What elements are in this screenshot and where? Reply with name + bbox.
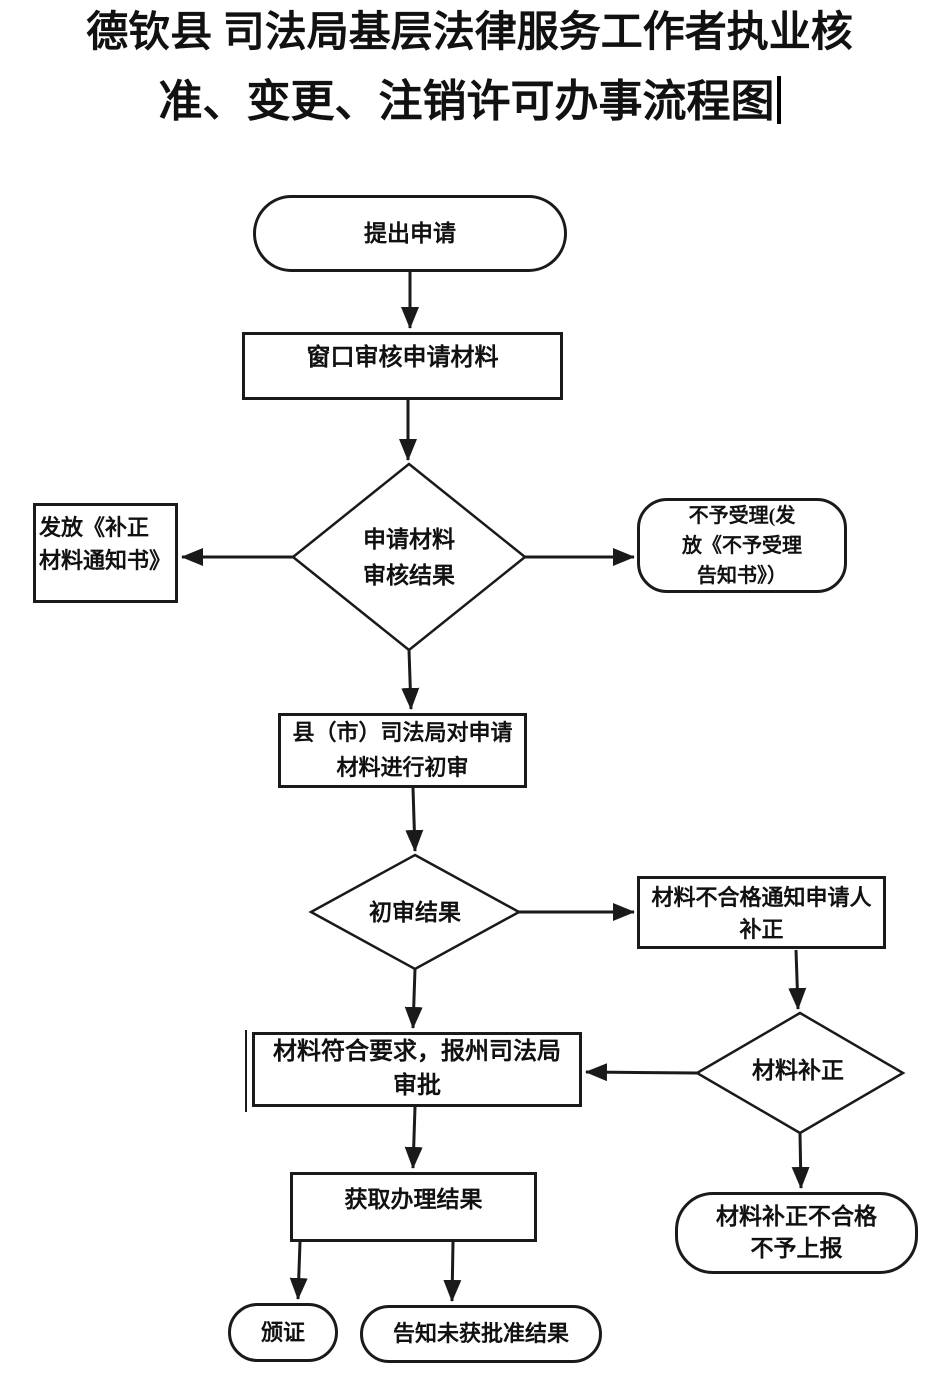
text-cursor [776, 76, 781, 124]
report-approval-line1: 材料符合要求，报州司法局 [273, 1038, 561, 1065]
node-material-correction-label: 材料补正 [698, 1051, 898, 1091]
preliminary-result-text: 初审结果 [369, 900, 461, 926]
page-title: 德钦县 司法局基层法律服务工作者执业核 准、变更、注销许可办事流程图 [0, 12, 939, 124]
arrow-review-result-to-preliminary [401, 649, 420, 710]
arrow-get-result-to-certificate [289, 1241, 308, 1300]
arrow-material-correction-to-correction-failed [791, 1132, 810, 1189]
notify-correction-line1: 材料不合格通知申请人 [651, 884, 872, 910]
correction-failed-line2: 不予上报 [750, 1236, 843, 1261]
node-get-result: 获取办理结果 [290, 1172, 537, 1242]
preliminary-review-line1: 县（市）司法局对申请 [292, 720, 513, 746]
node-issue-correction-notice: 发放《补正 材料通知书》 [33, 503, 178, 603]
node-notify-rejection: 告知未获批准结果 [360, 1305, 602, 1363]
notify-rejection-label: 告知未获批准结果 [392, 1321, 569, 1347]
title-line-1: 德钦县 司法局基层法律服务工作者执业核 [86, 10, 853, 56]
title-line-2-text: 准、变更、注销许可办事流程图 [158, 77, 775, 126]
node-not-accepted: 不予受理(发 放《不予受理 告知书》） [637, 498, 847, 593]
not-accepted-line1: 不予受理(发 [688, 504, 796, 527]
arrow-prelim-result-to-report [404, 968, 423, 1029]
node-start-label: 提出申请 [364, 220, 456, 246]
node-window-review-label: 窗口审核申请材料 [306, 345, 499, 371]
node-report-approval: 材料符合要求，报州司法局 审批 [252, 1032, 582, 1107]
issue-certificate-label: 颁证 [260, 1319, 305, 1345]
node-review-result-label: 申请材料 审核结果 [309, 518, 509, 598]
title-line-2: 准、变更、注销许可办事流程图 [0, 76, 939, 124]
not-accepted-line2: 放《不予受理 [682, 534, 802, 557]
issue-correction-notice-line1: 发放《补正 [39, 515, 150, 540]
get-result-label: 获取办理结果 [344, 1187, 483, 1212]
review-result-line2: 审核结果 [363, 563, 455, 588]
notify-correction-line2: 补正 [739, 916, 784, 942]
node-notify-correction: 材料不合格通知申请人 补正 [637, 876, 886, 949]
node-correction-failed: 材料补正不合格 不予上报 [675, 1192, 918, 1274]
material-correction-text: 材料补正 [752, 1058, 844, 1084]
arrow-get-result-to-rejection [443, 1241, 462, 1302]
arrow-material-correction-to-report [585, 1063, 698, 1082]
node-preliminary-result-label: 初审结果 [315, 893, 515, 933]
arrow-report-to-get-result [404, 1106, 423, 1169]
correction-failed-line1: 材料补正不合格 [716, 1203, 877, 1229]
review-result-line1: 申请材料 [363, 527, 455, 553]
not-accepted-line3: 告知书》） [697, 564, 787, 587]
node-start: 提出申请 [253, 195, 567, 272]
node-issue-certificate: 颁证 [228, 1303, 338, 1362]
preliminary-review-line2: 材料进行初审 [336, 754, 469, 780]
node-window-review: 窗口审核申请材料 [242, 332, 563, 400]
arrow-notify-correction-to-material-correction [788, 949, 807, 1010]
arrow-preliminary-to-prelim-result [405, 787, 424, 852]
node-preliminary-review: 县（市）司法局对申请 材料进行初审 [278, 713, 527, 788]
issue-correction-notice-line2: 材料通知书》 [39, 548, 172, 573]
report-approval-line2: 审批 [393, 1072, 441, 1099]
